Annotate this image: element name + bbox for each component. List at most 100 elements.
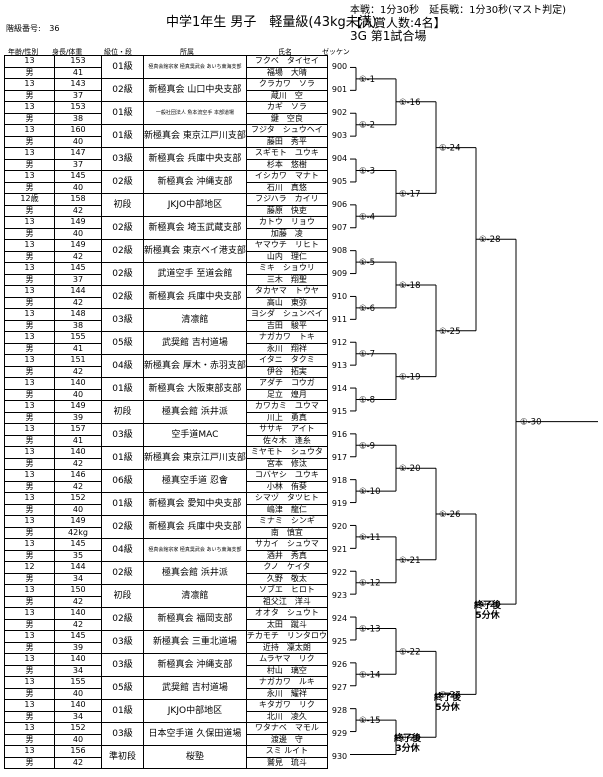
entry-name-kana: チカモチ リンタロウ: [245, 630, 328, 643]
match-label-r1: ①-9: [359, 441, 375, 451]
entry-name-kana: スミ ルイト: [245, 745, 328, 758]
entry-rank: 01級: [101, 446, 144, 470]
note-label: 終了後: [434, 693, 462, 703]
col-age-gender: 年齢/性別: [8, 48, 39, 56]
match-label-r1: ①-15: [359, 716, 381, 726]
entry-age: 13: [4, 170, 55, 183]
entry-name-kana: クノ ケイタ: [245, 561, 328, 574]
entry-rank: 初段: [101, 193, 144, 217]
entry-number: 913: [331, 361, 348, 370]
page-title: 中学1年生 男子 軽量級(43kg未満): [166, 15, 377, 30]
entry-number: 915: [331, 407, 348, 416]
entry-number: 918: [331, 476, 348, 485]
match-label-r2: ①-17: [399, 189, 421, 199]
entry-number: 920: [331, 522, 348, 531]
match-label-r2: ①-23: [399, 733, 421, 743]
rest-note-27: 終了後 5分休: [434, 693, 461, 713]
entry-weight: 42kg: [54, 526, 102, 539]
entry-number: 921: [331, 545, 348, 554]
entry-number: 914: [331, 384, 348, 393]
entry-number: 916: [331, 430, 348, 439]
entry-affiliation: 新極真会 愛知中央支部: [143, 492, 247, 516]
match-label-r2: ①-21: [399, 556, 421, 566]
entry-name-kana: ソブエ ヒロト: [245, 584, 328, 597]
entry-number: 925: [331, 637, 348, 646]
entry-affiliation: 新極真会 兵庫中央支部: [143, 515, 247, 539]
entry-gender: 男: [4, 526, 55, 539]
entry-name-kanji: 永川 耀祥: [245, 687, 328, 700]
col-height-weight: 身長/体重: [52, 48, 83, 56]
entry-affiliation: 新極真会 三重北道場: [143, 630, 247, 654]
level-value: 36: [49, 24, 60, 33]
entry-weight: 34: [54, 664, 102, 677]
entry-name-kanji: 南 慎宜: [245, 526, 328, 539]
entry-affiliation: 極真会館宗家 極真奨武会 あいち東海支部: [143, 538, 247, 562]
entry-height: 152: [54, 722, 102, 735]
match-label-r4: ①-29: [479, 600, 501, 610]
entry-weight: 34: [54, 710, 102, 723]
entry-affiliation: 新極真会 山口中央支部: [143, 78, 247, 102]
time-rule: 本戦：1分30秒 延長戦：1分30秒(マスト判定): [350, 5, 566, 16]
match-label-r1: ①-13: [359, 625, 381, 635]
match-label-r1: ①-8: [359, 396, 375, 406]
entry-weight: 40: [54, 503, 102, 516]
entry-name-kanji: 久野 敬太: [245, 572, 328, 585]
entry-rank: 02級: [101, 515, 144, 539]
entry-name-kana: ミナミ シンギ: [245, 515, 328, 528]
entry-age: 13: [4, 722, 55, 735]
entry-weight: 37: [54, 158, 102, 171]
entry-affiliation: 新極真会 東京ベイ港支部: [143, 239, 247, 263]
match-label-r3: ①-24: [439, 144, 461, 154]
match-label-r1: ①-4: [359, 212, 375, 222]
entry-height: 149: [54, 216, 102, 229]
entry-weight: 40: [54, 733, 102, 746]
entry-rank: 03級: [101, 308, 144, 332]
match-info: 本戦：1分30秒 延長戦：1分30秒(マスト判定) 【入賞人数:4名】 3G 第…: [350, 4, 566, 43]
entry-gender: 男: [4, 549, 55, 562]
match-label-r2: ①-20: [399, 464, 421, 474]
entry-height: 144: [54, 561, 102, 574]
match-label-r1: ①-6: [359, 304, 375, 314]
entry-name-kanji: 藤田 秀平: [245, 135, 328, 148]
entry-name-kanji: 太田 蹴斗: [245, 618, 328, 631]
entry-affiliation: 武道空手 至道会館: [143, 262, 247, 286]
entry-number: 912: [331, 338, 348, 347]
entry-gender: 男: [4, 503, 55, 516]
entry-affiliation: 新極真会 東京江戸川支部: [143, 124, 247, 148]
note-rest: 5分休: [475, 611, 500, 621]
entry-rank: 03級: [101, 653, 144, 677]
entry-name-kanji: 藤原 快吏: [245, 204, 328, 217]
entry-gender: 男: [4, 572, 55, 585]
entry-name-kanji: 祖父江 洋斗: [245, 595, 328, 608]
entry-number: 906: [331, 200, 348, 209]
entry-number: 908: [331, 246, 348, 255]
court-label: 3G 第1試合場: [350, 29, 427, 43]
note-label: 終了後: [474, 601, 502, 611]
